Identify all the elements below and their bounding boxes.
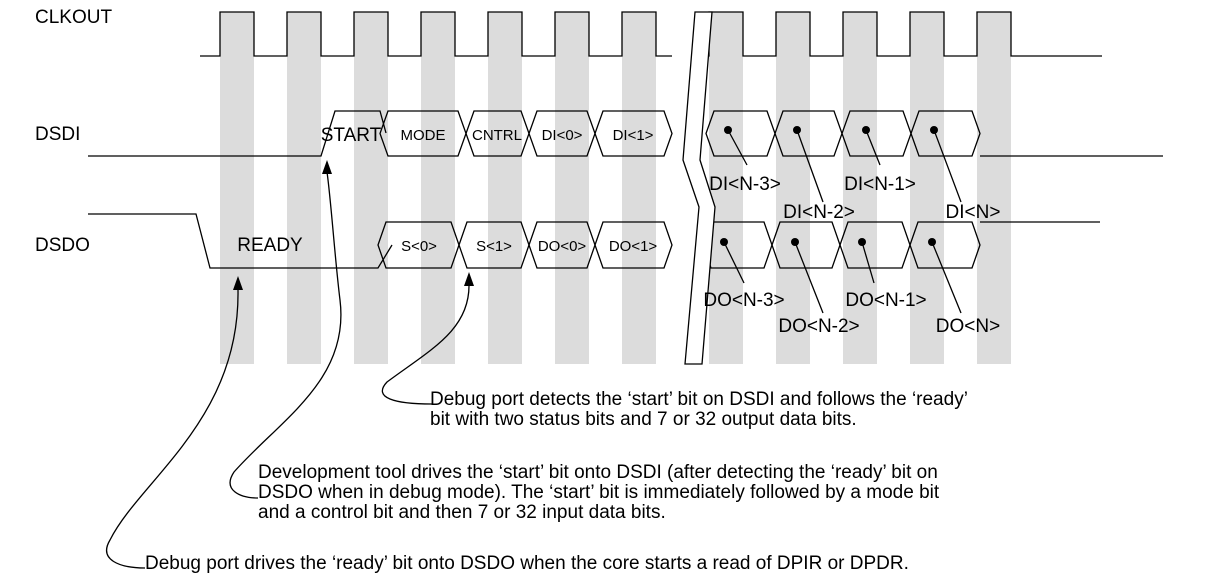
clock-phase-band [843,12,877,364]
dsdi-leader-line [796,129,824,203]
dsdi-field-label: CNTRL [472,127,522,144]
time-break-symbol [682,11,716,365]
dsdo-tail-label: DO<N> [936,316,1000,337]
annotation-arrows [106,160,474,569]
clock-phase-band [910,12,944,364]
dsdi-leader-line [933,129,962,203]
dsdi-line [88,110,387,157]
dsdi-leader-line [727,129,748,166]
dsdo-leader-line [794,241,824,314]
break-symbol [682,11,716,365]
dsdo-leader-line [861,241,875,284]
dsdo-field-label: DO<0> [538,238,587,255]
arrow-development-tool [229,171,342,499]
dsdo-label: DSDO [35,235,90,256]
dsdo-leader-line [931,241,962,314]
clock-phase-band [776,12,810,364]
waveform-field-labels: START MODE CNTRL DI<0> DI<1> READY S<0> S<1> DO<… [237,125,1000,337]
dsdi-tail-label: DI<N-1> [844,174,916,195]
clock-phase-band [488,12,522,364]
clock-phase-band [421,12,455,364]
dsdi-label: DSDI [35,124,81,145]
note-line: and a control bit and then 7 or 32 input… [258,502,666,523]
dsdo-bus-segment [594,221,673,269]
dsdi-leader-line [865,129,881,166]
dsdi-field-label: START [321,125,382,146]
dsdi-tail-label: DI<N-3> [709,174,781,195]
dsdo-field-label: DO<1> [609,238,658,255]
clock-phase-band [220,12,254,364]
clock-phase-bands [220,12,1011,364]
clock-phase-band [354,12,388,364]
note-debug-port-detects: Debug port detects the ‘start’ bit on DS… [430,390,968,430]
clkout-line [706,11,1102,57]
dsdo-leader-line [723,241,745,284]
dsdi-bus-segment [594,110,673,157]
dsdo-field-label: S<1> [476,238,512,255]
dsdo-bus-segment [909,221,981,269]
dsdi-field-label: DI<1> [613,127,654,144]
clock-phase-band [555,12,589,364]
dsdi-bus-segment [910,110,981,157]
dsdi-tail-label: DI<N> [946,202,1001,223]
clkout-line [200,11,672,57]
dsdi-tail-label: DI<N-2> [783,202,855,223]
clock-phase-band [977,12,1011,364]
note-line: Debug port drives the ‘ready’ bit onto D… [145,553,909,574]
clkout-waveform [200,11,1102,57]
clock-phase-band [622,12,656,364]
dsdo-tail-label: DO<N-3> [703,290,784,311]
dsdo-field-label: READY [237,235,303,256]
note-debug-port-drives: Debug port drives the ‘ready’ bit onto D… [145,554,909,574]
clock-phase-band [709,12,743,364]
arrowhead-icon [464,272,474,286]
dsdi-field-label: DI<0> [542,127,583,144]
dsdi-waveform [88,110,1163,157]
note-line: DSDO when in debug mode). The ‘start’ bi… [258,482,940,503]
note-development-tool-drives: Development tool drives the ‘start’ bit … [258,463,939,523]
arrowhead-icon [322,160,332,174]
note-line: bit with two status bits and 7 or 32 out… [430,409,857,430]
dsdo-tail-label: DO<N-1> [845,290,926,311]
dsdo-field-label: S<0> [401,238,437,255]
note-line: Debug port detects the ‘start’ bit on DS… [430,389,968,410]
arrow-debug-detects [381,283,470,405]
arrowhead-icon [233,276,243,290]
clkout-label: CLKOUT [35,7,113,28]
dsdi-field-label: MODE [401,127,446,144]
dsdo-tail-label: DO<N-2> [778,316,859,337]
dsdo-waveform [88,213,1100,269]
arrow-debug-drives [106,289,239,569]
clock-phase-band [287,12,321,364]
note-line: Development tool drives the ‘start’ bit … [258,462,938,483]
